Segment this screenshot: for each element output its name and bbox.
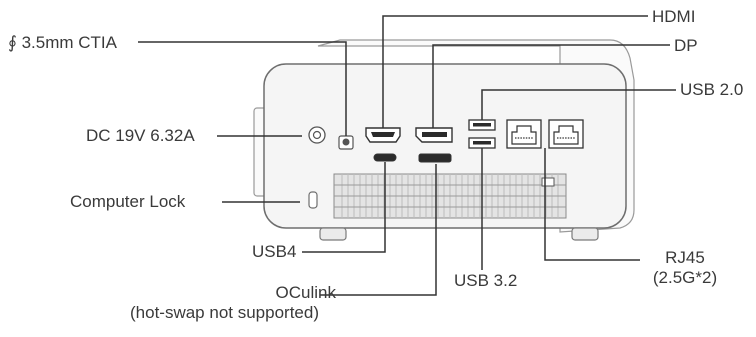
callout-dp — [432, 44, 670, 128]
audio-jack — [338, 135, 354, 150]
device-foot-right — [571, 227, 599, 241]
label-hdmi: HDMI — [652, 7, 696, 26]
label-audio: ∮ 3.5mm CTIA — [8, 33, 117, 52]
label-usb20: USB 2.0 — [680, 80, 744, 99]
callout-usb20 — [481, 89, 676, 120]
callout-audio — [138, 41, 347, 136]
label-rj45-note: (2.5G*2) — [652, 268, 718, 287]
dc-power-jack — [308, 126, 326, 144]
displayport-port — [415, 127, 453, 143]
label-dc: DC 19V 6.32A — [86, 126, 195, 145]
label-computer-lock: Computer Lock — [70, 192, 186, 211]
ventilation-grill — [333, 173, 567, 219]
label-oculink-name: OCulink — [275, 283, 336, 302]
rj45-port-2 — [548, 119, 584, 149]
hdmi-port — [365, 127, 401, 143]
callout-oculink — [320, 164, 437, 296]
rj45-port-1 — [506, 119, 542, 149]
device-foot-left — [319, 227, 347, 241]
label-oculink: OCulink (hot-swap not supported) — [130, 283, 370, 323]
callout-hdmi — [382, 15, 648, 128]
usb4-port — [373, 153, 397, 162]
computer-lock-slot — [308, 191, 318, 209]
callout-lines — [138, 15, 676, 296]
label-rj45-name: RJ45 — [665, 248, 705, 267]
callout-rj45 — [544, 148, 640, 261]
callout-usb4 — [302, 162, 386, 253]
label-usb4: USB4 — [252, 242, 297, 261]
usb32-port — [468, 137, 496, 149]
label-oculink-note: (hot-swap not supported) — [130, 303, 319, 322]
oculink-port — [418, 153, 452, 163]
label-rj45: RJ45 (2.5G*2) — [640, 248, 730, 288]
label-usb32: USB 3.2 — [454, 271, 518, 290]
label-dp: DP — [674, 36, 698, 55]
reset-button — [541, 177, 555, 187]
usb20-port — [468, 119, 496, 131]
